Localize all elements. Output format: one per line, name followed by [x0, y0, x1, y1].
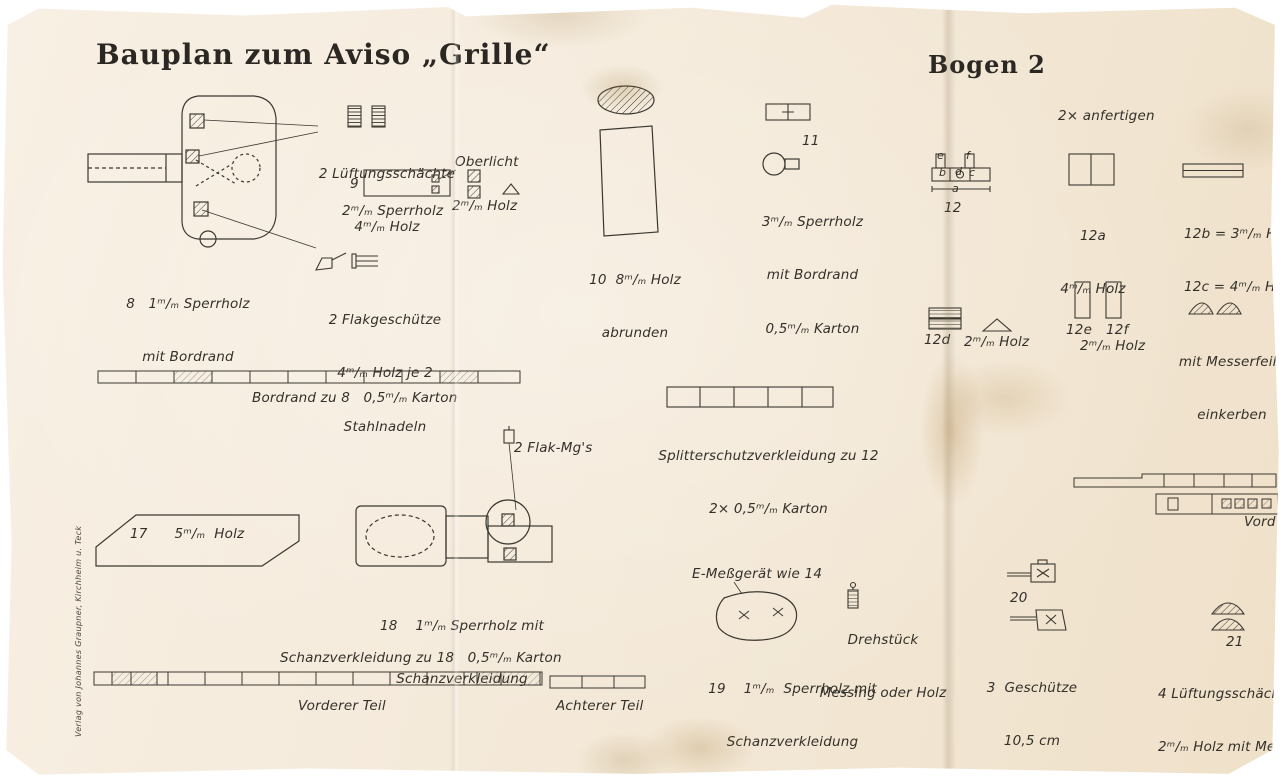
part12bc-drawing: [1180, 160, 1246, 182]
label-part20: 20: [1010, 590, 1028, 606]
oberlicht-drawing: [463, 168, 523, 203]
label-splitterschutz: Splitterschutzverkleidung zu 12 2× 0,5ᵐ/…: [658, 447, 879, 518]
label-flakgeschuetze: 2 Flakgeschütze 4ᵐ/ₘ Holz je 2 Stahlnade…: [328, 311, 442, 435]
wedge-drawing: [980, 314, 1014, 334]
label-part12-c: c: [969, 166, 976, 179]
geschuetz-gun-drawing: [1008, 602, 1070, 638]
label-achterer-teil: Achterer Teil: [556, 698, 644, 714]
part11-rect-drawing: [762, 100, 817, 126]
bottom-strips-drawing: [92, 668, 648, 696]
label-part9-material: 2ᵐ/ₘ Sperrholz: [342, 203, 444, 219]
sheet-number: Bogen 2: [928, 50, 1046, 79]
page-title: Bauplan zum Aviso „Grille“: [96, 38, 551, 71]
part10-drawing: [590, 120, 668, 242]
label-part11: 3ᵐ/ₘ Sperrholz mit Bordrand 0,5ᵐ/ₘ Karto…: [761, 213, 864, 337]
label-part12-a: a: [952, 182, 959, 195]
label-part11-number: 11: [802, 133, 820, 149]
label-messerfeile: mit Messerfeile einkerben: [1178, 353, 1280, 424]
label-vorderer-cut: Vord: [1244, 514, 1276, 530]
label-anfertigen: 2× anfertigen: [1058, 108, 1155, 124]
part9-drawing: [362, 162, 457, 202]
label-part12f: 12f: [1106, 322, 1129, 338]
vent-parts-drawing: [346, 104, 391, 130]
label-part10: 10 8ᵐ/ₘ Holz abrunden: [589, 271, 681, 342]
flakmg-drawing: [494, 424, 530, 514]
label-part12d: 12d: [924, 332, 951, 348]
notched-vents-drawing: [1186, 300, 1246, 316]
label-bordrand8: Bordrand zu 8 0,5ᵐ/ₘ Karton: [252, 390, 458, 406]
label-messgeraet: E-Meßgerät wie 14: [692, 566, 823, 582]
label-part9-number: 9: [350, 176, 359, 192]
bordrand-strip-drawing: [96, 368, 524, 386]
label-part12-b: b: [939, 166, 947, 179]
ellipse-part-drawing: [592, 80, 664, 122]
flak-guns-drawing: [310, 246, 385, 278]
label-part21-number: 21: [1226, 634, 1244, 650]
label-part12ef-material: 2ᵐ/ₘ Holz: [1080, 338, 1146, 354]
part11-circle-drawing: [758, 148, 808, 180]
part12ef-drawing: [1070, 280, 1126, 320]
label-part12-f: f: [966, 149, 971, 162]
drehstueck-drawing: [840, 580, 866, 614]
label-wedge-material: 2ᵐ/ₘ Holz: [964, 334, 1030, 350]
right-strips-drawing: [1072, 470, 1279, 516]
label-part8: 8 1ᵐ/ₘ Sperrholz mit Bordrand: [126, 295, 250, 366]
label-oberlicht-material: 2ᵐ/ₘ Holz: [452, 198, 518, 214]
label-part19: 19 1ᵐ/ₘ Sperrholz mit Schanzverkleidung …: [708, 680, 877, 751]
label-drehstueck: Drehstück Messing oder Holz: [819, 631, 947, 702]
label-schanz18: Schanzverkleidung zu 18 0,5ᵐ/ₘ Karton: [280, 650, 562, 666]
part18-deck-drawing: [350, 486, 558, 582]
part17-drawing: [90, 505, 305, 573]
label-part21: 4 Lüftungsschächte 2ᵐ/ₘ Holz mit Mes ser…: [1158, 685, 1280, 756]
label-part12e: 12e: [1066, 322, 1093, 338]
label-part12a: 12a 4ᵐ/ₘ Holz: [1060, 227, 1126, 298]
part21-vents-drawing: [1206, 600, 1258, 634]
part12d-drawing: [926, 306, 964, 332]
part12-assembly-drawing: [928, 148, 998, 200]
part20-gun-drawing: [1005, 556, 1065, 590]
splitterschutz-strip-drawing: [664, 384, 840, 410]
label-oberlicht: Oberlicht: [455, 154, 519, 170]
label-geschuetze: 3 Geschütze 10,5 cm 6ᵐ/ₘ Holz, 1ᵐ/ₘ Drah…: [986, 679, 1078, 750]
label-part12-d: d: [955, 165, 963, 178]
label-vorderer-teil: Vorderer Teil: [298, 698, 386, 714]
label-flakmg: 2 Flak-Mg's: [514, 440, 593, 456]
label-part17: 17 5ᵐ/ₘ Holz: [130, 526, 245, 542]
part8-deck-drawing: [86, 90, 321, 250]
part12a-drawing: [1066, 150, 1118, 190]
part19-drawing: [706, 581, 811, 646]
label-part12-e: e: [937, 149, 944, 162]
publisher-imprint: Verlag von Johannes Graupner, Kirchheim …: [74, 525, 83, 737]
label-part12-number: 12: [944, 200, 962, 216]
